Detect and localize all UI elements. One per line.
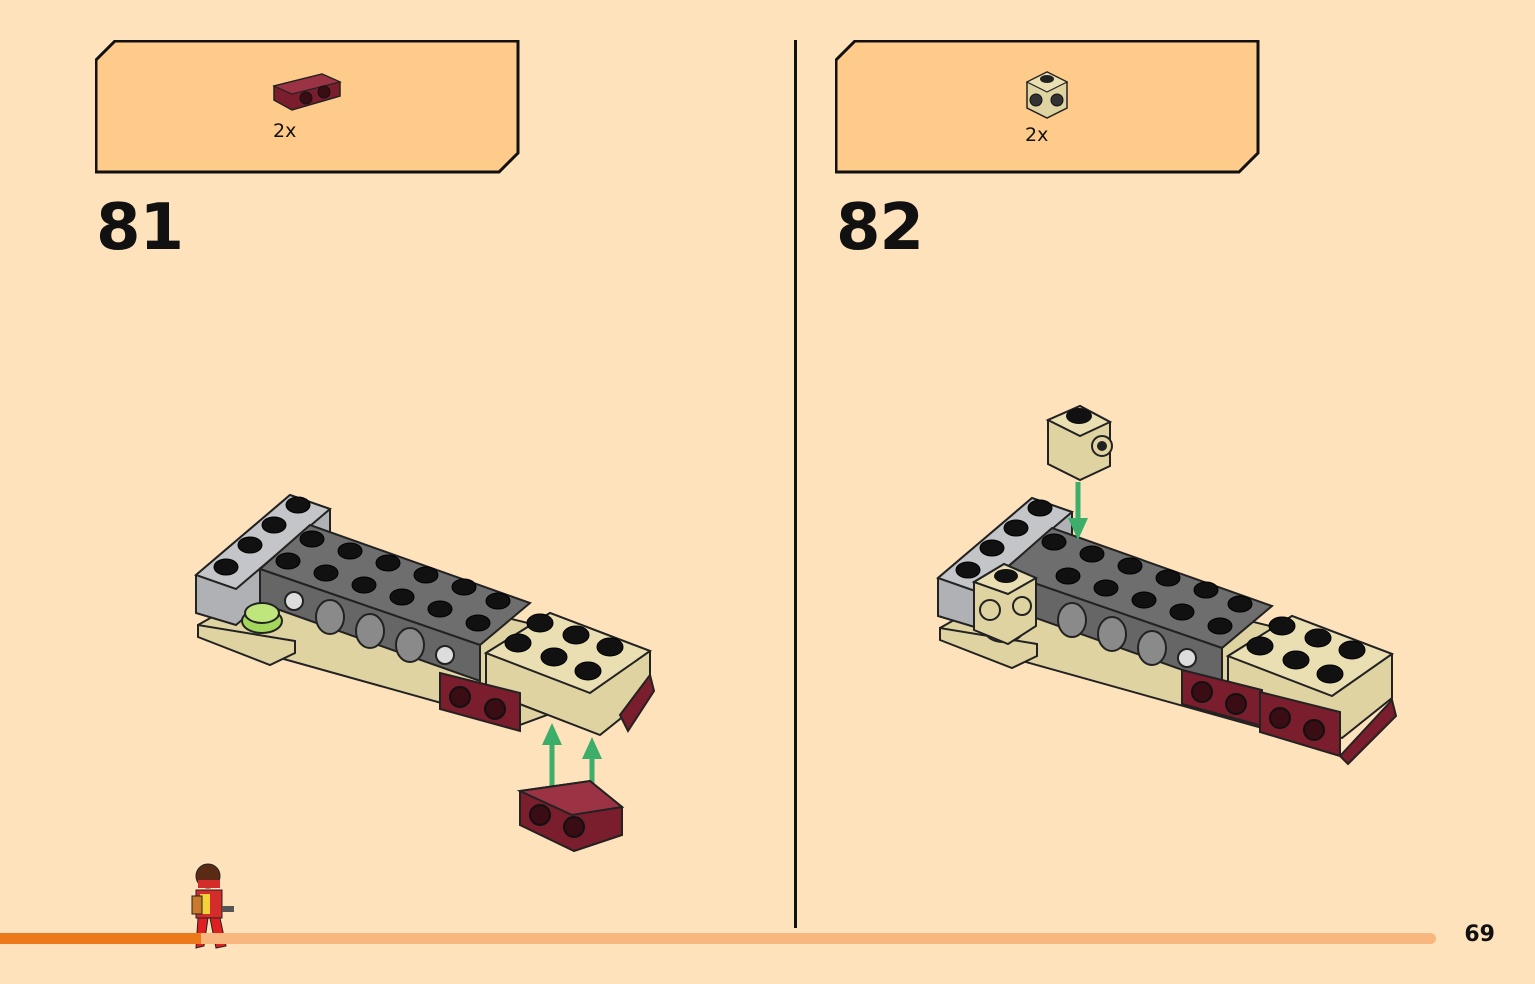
tan-brick-with-studs-icon: [1025, 71, 1069, 119]
page-number: 69: [1464, 922, 1495, 947]
dark-red-bracket-icon: [272, 73, 342, 111]
step-number-82: 82: [836, 191, 924, 265]
assembly-illustration-step-82: [936, 404, 1398, 766]
assembly-illustration-step-81: [194, 493, 656, 853]
step-number-81: 81: [96, 191, 184, 265]
parts-callout-step-81: 2x: [95, 40, 520, 174]
step-divider: [794, 40, 797, 928]
parts-callout-step-82: 2x: [835, 40, 1260, 174]
part-quantity: 2x: [273, 120, 297, 142]
progress-track: [0, 933, 1436, 944]
progress-fill: [0, 933, 202, 944]
part-quantity: 2x: [1025, 124, 1049, 146]
